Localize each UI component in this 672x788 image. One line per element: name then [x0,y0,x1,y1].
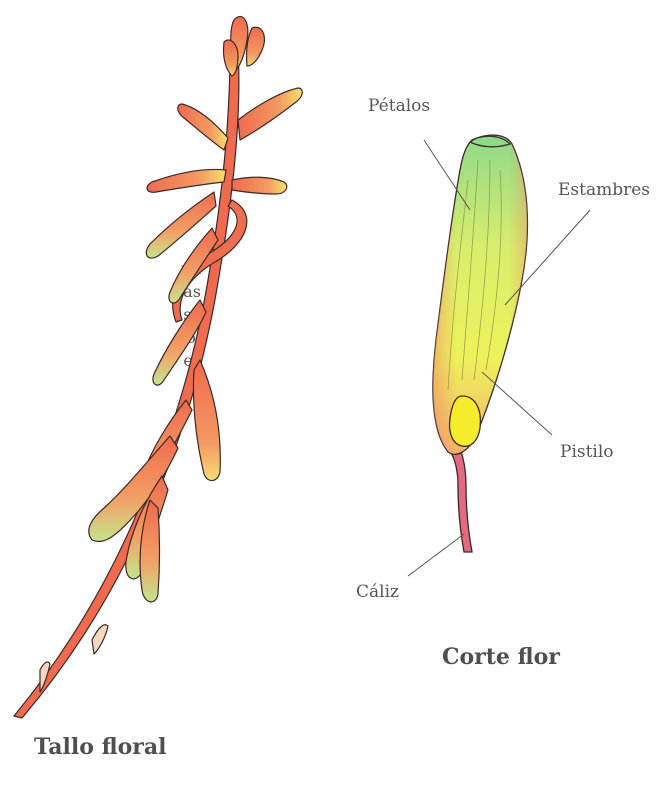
pistil-ovary [450,396,481,446]
label-estambres: Estambres [558,180,650,200]
leader-pistilo [482,372,552,435]
bud-right-2 [232,177,287,194]
bud-hanging-1 [193,360,220,481]
bract-1 [92,625,108,654]
label-caliz: Cáliz [356,582,399,602]
label-pistilo: Pistilo [560,442,614,462]
caption-corte-flor: Corte flor [442,644,560,670]
bud-left-1 [178,104,228,150]
label-petalos: Pétalos [368,96,430,116]
flower-cross-section [433,135,528,552]
flower-stalk [14,16,302,718]
bud-left-2 [147,170,226,193]
bud-right-1 [238,88,302,140]
top-bud-2 [247,27,265,66]
leader-caliz [408,534,464,576]
caption-tallo-floral: Tallo floral [34,734,166,760]
flower-body-edge-shade [433,135,528,454]
calyx-stalk [448,440,472,552]
top-bud-3 [223,40,238,76]
